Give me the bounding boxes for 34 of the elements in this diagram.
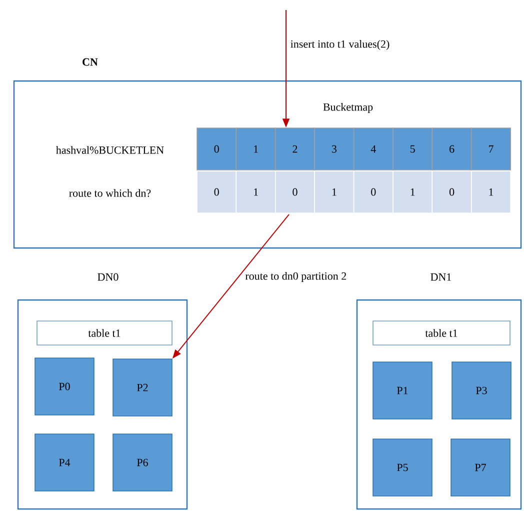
bucket-cell: 0 <box>196 128 237 170</box>
partition-box: P7 <box>450 438 510 496</box>
route-cell: 0 <box>196 170 237 214</box>
table-box: table t1 <box>36 320 172 346</box>
partition-box: P2 <box>112 358 172 416</box>
route-cell: 1 <box>314 170 354 214</box>
partition-box: P0 <box>34 358 94 416</box>
bucket-cell: 1 <box>236 128 276 170</box>
route-cell: 1 <box>392 170 433 214</box>
bucket-cell: 6 <box>432 128 472 170</box>
route-cell: 0 <box>275 170 315 214</box>
text-label: Bucketmap <box>323 103 373 113</box>
bucket-cell: 5 <box>392 128 433 170</box>
text-label: route to which dn? <box>69 189 151 197</box>
edge-label: route to dn0 partition 2 <box>244 271 348 283</box>
route-cell: 1 <box>471 170 511 214</box>
partition-box: P3 <box>452 362 512 420</box>
edge-label: insert into t1 values(2) <box>289 39 391 51</box>
partition-box: P4 <box>34 434 94 492</box>
route-cell: 0 <box>432 170 472 214</box>
node-label: DN0 <box>98 273 118 281</box>
bucket-cell: 2 <box>275 128 315 170</box>
table-box: table t1 <box>372 320 510 346</box>
partition-box: P1 <box>372 362 432 420</box>
bucket-cell: 7 <box>471 128 511 170</box>
route-cell: 1 <box>236 170 276 214</box>
bucket-cell: 4 <box>353 128 394 170</box>
text-label: hashval%BUCKETLEN <box>56 146 164 154</box>
bucket-cell: 3 <box>314 128 354 170</box>
route-cell: 0 <box>353 170 394 214</box>
partition-box: P5 <box>372 438 432 496</box>
node-label: CN <box>82 58 98 66</box>
node-label: DN1 <box>430 273 452 281</box>
partition-box: P6 <box>112 434 172 492</box>
